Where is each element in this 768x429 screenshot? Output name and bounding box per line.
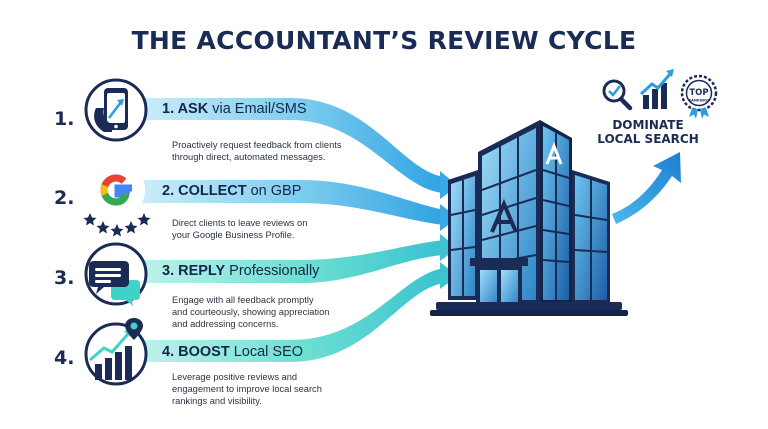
flow-ribbon-2: [120, 180, 444, 225]
step-icon-circle-1: [84, 78, 148, 142]
step-keyword-4: 4. BOOST: [162, 344, 230, 360]
smartphone-hand-icon: [94, 88, 128, 132]
step-desc-line: your Google Business Profile.: [172, 230, 295, 240]
step-icon-circle-4: [84, 318, 148, 386]
flow-ribbon-3: [120, 240, 444, 283]
step-title-rest-1: via Email/SMS: [208, 101, 307, 117]
dominate-arrow: [612, 152, 681, 224]
step-desc-3: Engage with all feedback promptly and co…: [172, 294, 372, 330]
step-number-3: 3.: [54, 267, 75, 289]
step-desc-2: Direct clients to leave reviews on your …: [172, 217, 372, 241]
step-keyword-2: 2. COLLECT: [162, 183, 247, 199]
step-number-2: 2.: [54, 187, 75, 209]
step-title-rest-4: Local SEO: [229, 344, 304, 360]
badge-rankings-text: RANKINGS: [688, 99, 710, 103]
step-number-1: 1.: [54, 108, 75, 130]
outcome-label-line-2: LOCAL SEARCH: [597, 132, 699, 146]
page-title: THE ACCOUNTANT’S REVIEW CYCLE: [131, 26, 637, 55]
step-desc-1: Proactively request feedback from client…: [172, 139, 372, 163]
step-title-rest-2: on GBP: [246, 183, 302, 199]
step-desc-line: and addressing concerns.: [172, 319, 279, 329]
step-desc-4: Leverage positive reviews and engagement…: [172, 371, 372, 407]
step-desc-line: Leverage positive reviews and: [172, 372, 298, 382]
step-desc-line: Proactively request feedback from client…: [172, 140, 342, 150]
step-icon-circle-3: [84, 242, 148, 306]
growth-chart-pin-icon: [89, 318, 143, 380]
step-desc-line: Engage with all feedback promptly: [172, 295, 314, 305]
step-desc-line: through direct, automated messages.: [172, 152, 326, 162]
step-keyword-3: 3. REPLY: [162, 263, 226, 279]
step-desc-line: and courteously, showing appreciation: [172, 307, 330, 317]
step-number-4: 4.: [54, 347, 75, 369]
step-icon-circle-2: [83, 161, 151, 237]
step-title-3: 3. REPLY Professionally: [162, 263, 319, 279]
outcome-label: DOMINATE LOCAL SEARCH: [586, 118, 710, 146]
badge-top-text: TOP: [689, 88, 708, 98]
flow-ribbon-4: [120, 268, 444, 362]
step-desc-line: engagement to improve local search: [172, 384, 322, 394]
google-stars-icon: [83, 174, 151, 237]
step-title-4: 4. BOOST Local SEO: [162, 344, 303, 360]
search-check-icon: [602, 79, 633, 111]
chat-bubbles-icon: [89, 261, 140, 306]
step-title-1: 1. ASK via Email/SMS: [162, 101, 307, 117]
step-title-rest-3: Professionally: [225, 263, 320, 279]
top-badge-icon: TOP RANKINGS: [680, 74, 718, 119]
step-title-2: 2. COLLECT on GBP: [162, 183, 301, 199]
office-building-icon: [430, 120, 628, 316]
step-desc-line: Direct clients to leave reviews on: [172, 218, 308, 228]
step-desc-line: rankings and visibility.: [172, 396, 262, 406]
outcome-label-line-1: DOMINATE: [612, 118, 684, 132]
flow-ribbon-1: [120, 98, 444, 193]
step-keyword-1: 1. ASK: [162, 101, 209, 117]
rising-bars-icon: [639, 69, 674, 109]
